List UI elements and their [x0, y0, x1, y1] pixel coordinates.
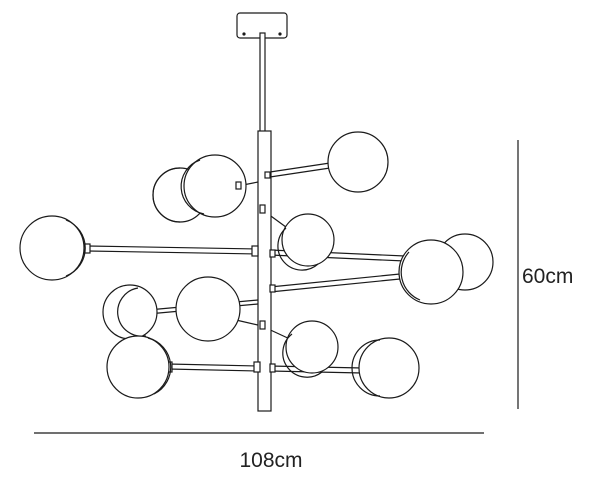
hanging-rod	[259, 32, 266, 134]
height-label: 60cm	[522, 265, 573, 288]
width-label: 108cm	[239, 449, 302, 472]
central-column	[251, 130, 276, 412]
ceiling-canopy	[236, 12, 288, 39]
globes-front	[19, 131, 464, 399]
